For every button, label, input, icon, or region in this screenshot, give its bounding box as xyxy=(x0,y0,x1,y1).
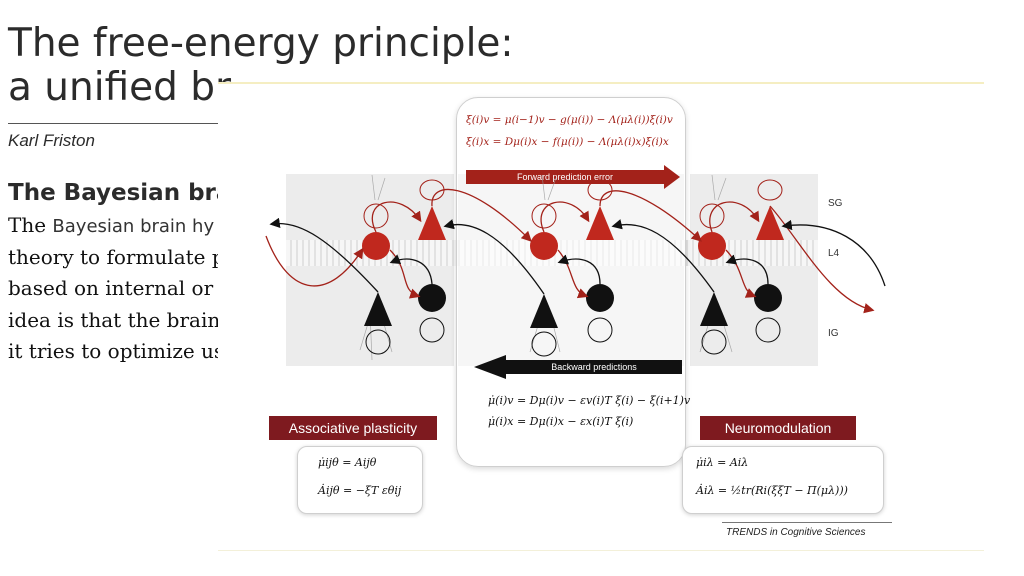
excerpt-line: The Bayesian brain hy xyxy=(8,213,215,237)
pyramidal-black-1 xyxy=(364,292,392,326)
credit-divider xyxy=(722,522,892,523)
pyramidal-black-2 xyxy=(530,294,558,328)
slide-title: The free-energy principle: a unified br xyxy=(8,22,514,110)
document-heading: The Bayesian brain xyxy=(8,180,256,206)
assoc-equation-1: μ̇ijθ = Aijθ xyxy=(318,456,377,469)
author-name: Karl Friston xyxy=(8,131,95,150)
excerpt-line: it tries to optimize us xyxy=(8,339,220,363)
bottom-equation-1: μ̇(i)v = Dμ(i)v − εv(i)T ξ(i) − ξ(i+1)v xyxy=(488,394,691,407)
neuromodulation-box xyxy=(682,446,884,514)
forward-error-arrow: Forward prediction error xyxy=(466,170,664,184)
layer-label-ig: IG xyxy=(828,328,839,339)
figure-bottom-rule xyxy=(218,550,984,551)
excerpt-line: idea is that the brain xyxy=(8,307,220,332)
associative-plasticity-title: Associative plasticity xyxy=(269,416,437,440)
document-excerpt: The Bayesian brain hy theory to formulat… xyxy=(8,210,220,368)
figure-credit: TRENDS in Cognitive Sciences xyxy=(726,527,866,538)
neuro-equation-1: μ̇iλ = Aiλ xyxy=(696,456,749,469)
neuron-black-3 xyxy=(754,284,782,312)
excerpt-line: based on internal or g xyxy=(8,276,220,300)
excerpt-line: theory to formulate p xyxy=(8,244,220,269)
backward-arrowhead-icon xyxy=(474,355,506,379)
neuron-red-2 xyxy=(530,232,558,260)
forward-arrowhead-icon xyxy=(664,165,680,189)
center-equation-card xyxy=(456,97,686,467)
neuro-equation-2: Ȧiλ = ½tr(Ri(ξξT − Π(μλ))) xyxy=(696,484,848,497)
bottom-equation-2: μ̇(i)x = Dμ(i)x − εx(i)T ξ(i) xyxy=(488,415,634,428)
slide-title-line-2: a unified br xyxy=(8,65,232,110)
top-equation-2: ξ(i)x = Dμ(i)x − f(μ(i)) − Λ(μλ(i)x)ξ(i)… xyxy=(466,136,669,148)
cortical-column-3 xyxy=(690,174,818,366)
assoc-equation-2: Ȧijθ = −ξT εθij xyxy=(318,484,402,497)
neuron-black-2 xyxy=(586,284,614,312)
neuromodulation-title: Neuromodulation xyxy=(700,416,856,440)
neuron-black-1 xyxy=(418,284,446,312)
top-equation-1: ξ(i)v = μ(i−1)v − g(μ(i)) − Λ(μλ(i))ξ(i)… xyxy=(466,114,673,126)
figure-top-rule xyxy=(218,82,984,84)
slide-title-line-1: The free-energy principle: xyxy=(8,21,514,66)
layer-label-l4: L4 xyxy=(828,248,840,259)
pyramidal-black-3 xyxy=(700,292,728,326)
layer-label-sg: SG xyxy=(828,198,843,209)
pyramidal-red-3 xyxy=(756,206,784,240)
backward-predictions-arrow: Backward predictions xyxy=(506,360,682,374)
title-divider xyxy=(8,123,220,124)
associative-plasticity-box xyxy=(297,446,423,514)
pyramidal-red-2 xyxy=(586,206,614,240)
neuron-red-1 xyxy=(362,232,390,260)
neuron-red-3 xyxy=(698,232,726,260)
pyramidal-red-1 xyxy=(418,206,446,240)
